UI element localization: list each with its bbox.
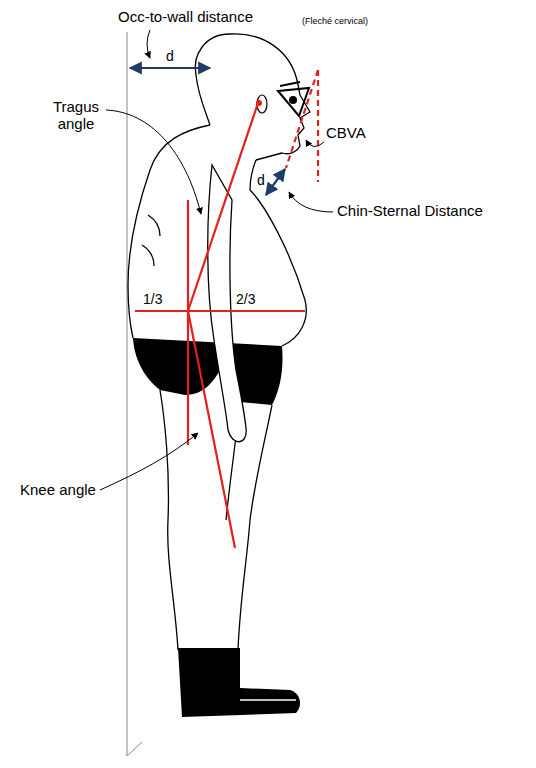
skin-fold <box>148 215 160 236</box>
leader-line <box>147 30 150 58</box>
ratio-label: 1/3 <box>143 291 162 307</box>
measure-label: Tragus angle <box>44 98 108 133</box>
chest-belly <box>250 160 306 346</box>
measurement-lines <box>135 70 318 548</box>
leader-line <box>306 140 324 147</box>
belly-line <box>135 310 305 312</box>
wall-line <box>127 32 128 756</box>
measure-label: Knee angle <box>20 481 96 498</box>
plumb-line <box>187 200 189 445</box>
wall-line <box>127 742 142 756</box>
cbva-vertical <box>317 70 319 182</box>
socks <box>178 648 300 717</box>
foot-separator <box>240 699 296 701</box>
eyebrow <box>280 82 300 86</box>
leader-line <box>100 433 198 490</box>
briefs <box>133 338 283 405</box>
body-outline <box>128 34 310 650</box>
measure-label: Occ-to-wall distance <box>118 8 253 25</box>
knee-line <box>188 311 235 548</box>
leg-front <box>238 405 272 650</box>
leader-line <box>289 192 333 212</box>
distance-symbol: d <box>257 172 265 188</box>
measure-label: Chin-Sternal Distance <box>337 202 483 219</box>
cbva-face-line <box>286 70 318 168</box>
face-profile <box>230 34 310 160</box>
distance-symbol: d <box>166 48 174 64</box>
leader-lines <box>100 30 333 490</box>
eye <box>289 96 297 104</box>
skin-fold <box>142 245 154 266</box>
leg-back <box>160 390 178 650</box>
measure-note: (Fleché cervical) <box>302 16 368 26</box>
leader-line <box>106 110 201 214</box>
distance-arrow <box>130 67 210 69</box>
ratio-label: 2/3 <box>236 291 255 307</box>
measure-label: CBVA <box>326 124 366 141</box>
tragus-line <box>188 103 258 311</box>
back-outline <box>128 125 210 338</box>
head-back <box>195 34 230 125</box>
distance-arrow <box>266 169 285 195</box>
